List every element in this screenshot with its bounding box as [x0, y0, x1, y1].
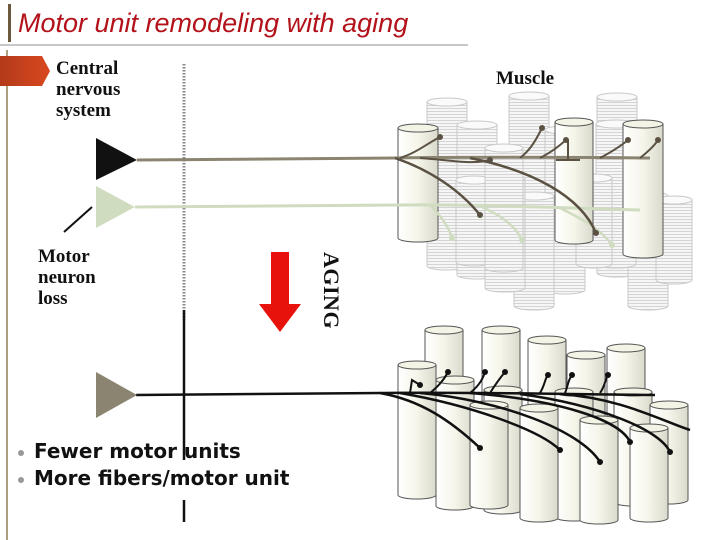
aging-label: AGING — [319, 252, 344, 330]
bottom-fiber — [629, 423, 669, 523]
top-fiber — [554, 117, 594, 245]
left-rule — [6, 50, 8, 540]
top-muscle-group — [397, 91, 693, 311]
bullet-fewer-units: Fewer motor units — [18, 438, 289, 465]
title-accent — [8, 4, 11, 42]
top-fiber — [655, 195, 693, 285]
motor-neuron-loss-pointer — [63, 206, 93, 233]
bottom-fiber — [435, 375, 475, 511]
bottom-fiber — [397, 360, 437, 500]
top-axons — [134, 125, 661, 248]
top-fiber — [484, 143, 524, 273]
muscle-label: Muscle — [496, 68, 555, 89]
title-bar: Motor unit remodeling with aging — [0, 0, 468, 46]
motor-neuron-surviving — [96, 138, 137, 180]
cns-label: Central nervous system — [56, 58, 121, 121]
corner-tab — [0, 56, 50, 86]
motor-neuron-loss-label: Motor neuron loss — [38, 246, 96, 309]
motor-neuron-lost — [96, 186, 135, 228]
page-title: Motor unit remodeling with aging — [18, 8, 409, 38]
bullet-more-fibers: More fibers/motor unit — [18, 465, 289, 492]
bottom-fiber — [519, 403, 559, 523]
bottom-axons — [135, 371, 691, 463]
summary-bullets: Fewer motor units More fibers/motor unit — [18, 438, 289, 492]
bottom-fiber — [469, 400, 509, 510]
motor-neuron-enlarged — [96, 372, 137, 418]
aging-arrow — [259, 252, 301, 332]
bottom-muscle-group — [397, 325, 689, 525]
bottom-axon-terminals — [417, 369, 673, 465]
bottom-fiber — [579, 415, 619, 525]
